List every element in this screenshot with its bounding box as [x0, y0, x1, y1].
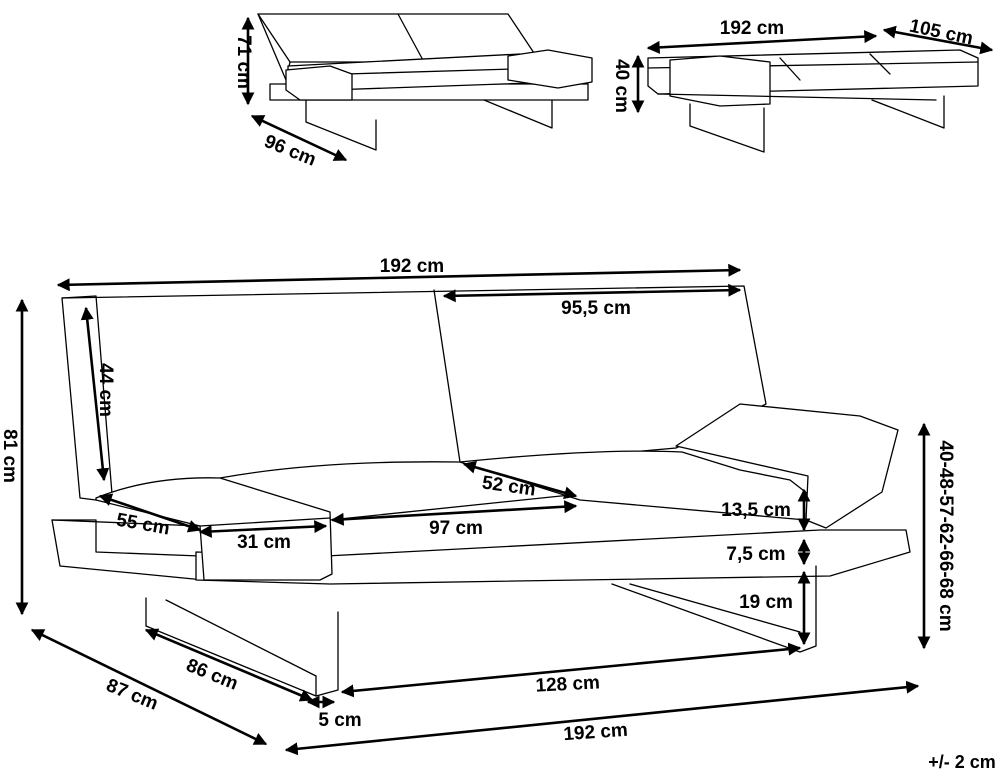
main-sofa-view — [15, 263, 931, 756]
top-right-length-label: 105 cm — [907, 16, 974, 50]
base-thickness-label: 7,5 cm — [726, 544, 785, 565]
adjustable-heights-label: 40-48-57-62-66-68 cm — [935, 440, 956, 631]
top-left-sofa-view — [241, 13, 593, 162]
total-height-label: 81 cm — [0, 429, 20, 483]
armrest-width-label: 31 cm — [237, 532, 291, 553]
total-width-bottom-label: 192 cm — [563, 720, 629, 745]
seat-width-label: 97 cm — [429, 518, 483, 539]
cushion-thickness-label: 13,5 cm — [721, 500, 791, 521]
main-total-width-top-label: 192 cm — [380, 256, 444, 277]
total-depth-label: 87 cm — [103, 675, 161, 715]
top-left-height-label: 71 cm — [233, 35, 254, 89]
leg-width-label: 5 cm — [318, 710, 361, 731]
tolerance-note: +/- 2 cm — [928, 752, 996, 772]
backrest-half-width-label: 95,5 cm — [561, 298, 631, 319]
top-right-bed-view — [631, 25, 994, 153]
backrest-height-label: 44 cm — [95, 363, 116, 417]
top-right-height-label: 40 cm — [611, 59, 632, 113]
top-right-width-label: 192 cm — [720, 18, 784, 39]
top-left-depth-label: 96 cm — [261, 131, 319, 171]
leg-height-label: 19 cm — [739, 592, 793, 613]
leg-span-label: 128 cm — [535, 672, 600, 696]
